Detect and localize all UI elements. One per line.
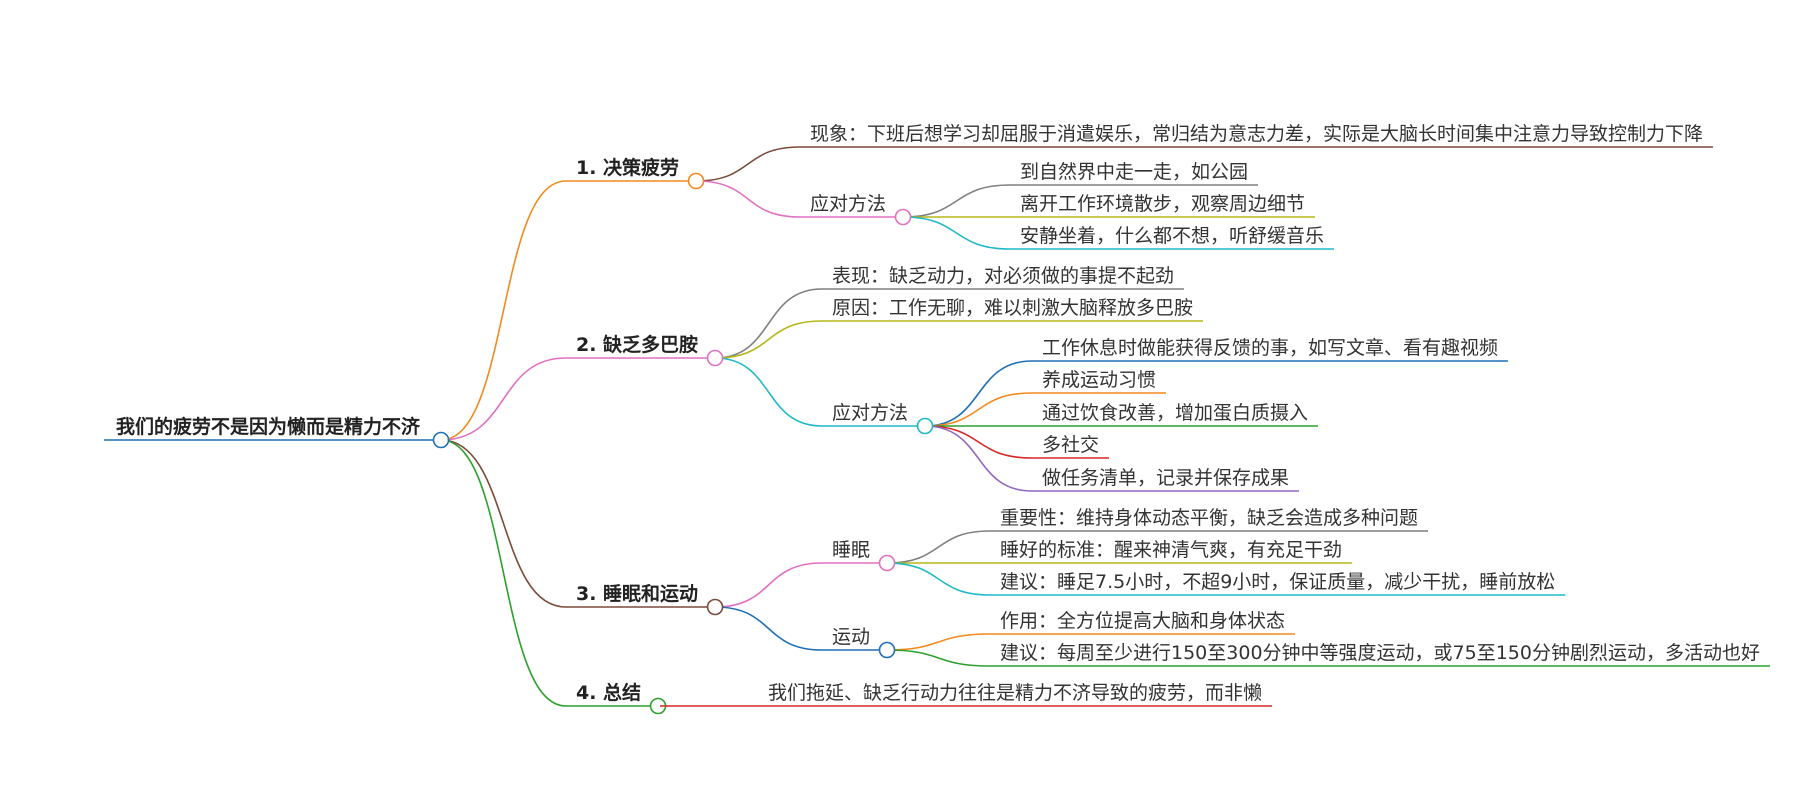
edge-to-1-2-3 — [925, 425, 1033, 459]
node-label-1-2-3: 多社交 — [1042, 434, 1099, 456]
node-label-1: 2. 缺乏多巴胺 — [576, 333, 698, 356]
node-label-2-0-2: 建议：睡足7.5小时，不超9小时，保证质量，减少干扰，睡前放松 — [1000, 571, 1555, 593]
node-label-1-2-4: 做任务清单，记录并保存成果 — [1042, 467, 1289, 489]
edge-to-1-2 — [715, 357, 823, 427]
edge-to-1 — [441, 357, 567, 441]
edge-to-2-0-0 — [887, 530, 991, 564]
node-toggle-1-2[interactable] — [916, 417, 934, 435]
edge-to-1-0 — [715, 288, 823, 359]
node-label-2-0: 睡眠 — [832, 539, 870, 561]
edge-to-2-0 — [715, 562, 823, 608]
edge-to-2-1-0 — [887, 633, 991, 651]
node-label-0-1: 应对方法 — [810, 193, 886, 215]
edge-to-0-1-0 — [903, 184, 1011, 218]
edge-to-1-2-0 — [925, 360, 1033, 427]
node-toggle-2[interactable] — [706, 598, 724, 616]
node-label-1-2-1: 养成运动习惯 — [1042, 369, 1156, 391]
node-label-2-0-0: 重要性：维持身体动态平衡，缺乏会造成多种问题 — [1000, 507, 1418, 529]
node-toggle-0-1[interactable] — [894, 208, 912, 226]
edge-to-2-1 — [715, 606, 823, 651]
node-label-2-1-1: 建议：每周至少进行150至300分钟中等强度运动，或75至150分钟剧烈运动，多… — [1000, 642, 1760, 664]
node-label-1-2-0: 工作休息时做能获得反馈的事，如写文章、看有趣视频 — [1042, 337, 1498, 359]
edge-to-1-1 — [715, 320, 823, 359]
node-label-0: 1. 决策疲劳 — [576, 156, 679, 179]
node-label-3: 4. 总结 — [576, 681, 641, 704]
node-label-3-0: 我们拖延、缺乏行动力往往是精力不济导致的疲劳，而非懒 — [768, 682, 1262, 704]
edge-to-1-2-1 — [925, 392, 1033, 427]
edge-to-2 — [441, 439, 567, 608]
root-node-toggle[interactable] — [432, 431, 450, 449]
root-node-label: 我们的疲劳不是因为懒而是精力不济 — [116, 415, 421, 438]
node-toggle-0[interactable] — [687, 172, 705, 190]
node-label-2-0-1: 睡好的标准：醒来神清气爽，有充足干劲 — [1000, 539, 1342, 561]
node-label-2-1: 运动 — [832, 626, 870, 648]
node-label-2: 3. 睡眠和运动 — [576, 582, 698, 605]
node-label-1-1: 原因：工作无聊，难以刺激大脑释放多巴胺 — [832, 297, 1193, 319]
edge-to-0 — [441, 180, 567, 441]
node-label-1-0: 表现：缺乏动力，对必须做的事提不起劲 — [832, 265, 1174, 287]
edge-to-0-1-2 — [903, 216, 1011, 250]
node-label-0-1-1: 离开工作环境散步，观察周边细节 — [1020, 193, 1305, 215]
mindmap-nodes: 我们的疲劳不是因为懒而是精力不济 1. 决策疲劳 现象：下班后想学习却屈服于消遣娱乐… — [104, 123, 1770, 715]
node-toggle-1[interactable] — [706, 349, 724, 367]
edge-to-2-1-1 — [887, 649, 991, 667]
node-toggle-2-0[interactable] — [878, 554, 896, 572]
node-label-1-2: 应对方法 — [832, 402, 908, 424]
edge-to-0-0 — [696, 146, 801, 182]
edge-to-1-2-4 — [925, 425, 1033, 492]
node-toggle-2-1[interactable] — [878, 641, 896, 659]
node-label-1-2-2: 通过饮食改善，增加蛋白质摄入 — [1042, 402, 1308, 424]
node-label-2-1-0: 作用：全方位提高大脑和身体状态 — [1000, 610, 1285, 632]
edge-to-0-1 — [696, 180, 801, 218]
node-label-0-0: 现象：下班后想学习却屈服于消遣娱乐，常归结为意志力差，实际是大脑长时间集中注意力… — [810, 123, 1703, 145]
node-label-0-1-0: 到自然界中走一走，如公园 — [1020, 161, 1248, 183]
edge-to-2-0-2 — [887, 562, 991, 596]
edge-to-3 — [441, 439, 567, 707]
node-label-0-1-2: 安静坐着，什么都不想，听舒缓音乐 — [1020, 225, 1324, 247]
mindmap-edges — [441, 146, 1033, 707]
